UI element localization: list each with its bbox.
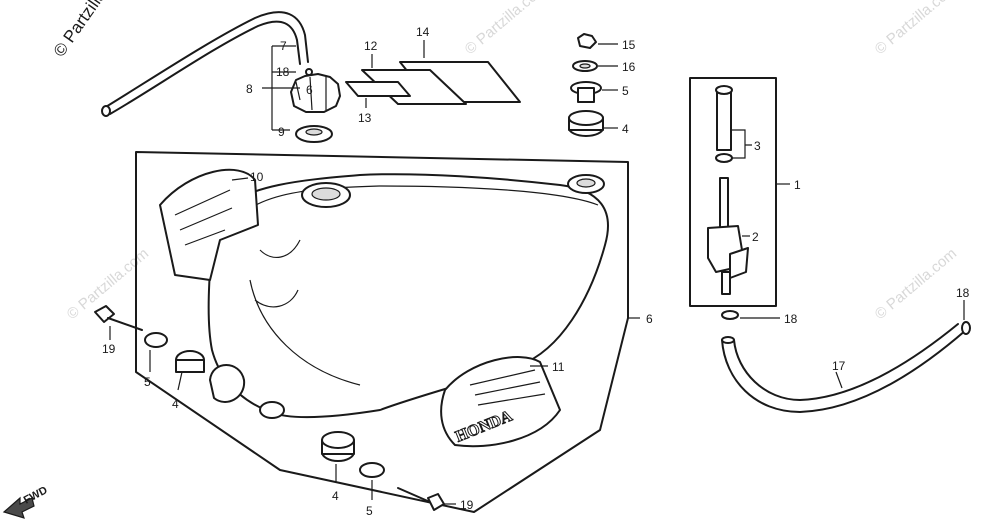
mount-hardware-top bbox=[568, 33, 604, 137]
callout-1: 1 bbox=[794, 178, 801, 192]
leader-lines bbox=[109, 40, 965, 505]
callout-4: 4 bbox=[172, 397, 179, 411]
decal-strips bbox=[345, 61, 521, 105]
fuel-valve-assembly bbox=[689, 77, 777, 320]
callout-2: 2 bbox=[752, 230, 759, 244]
callout-15: 15 bbox=[622, 38, 636, 52]
callout-5: 5 bbox=[366, 504, 373, 518]
fuel-hose bbox=[721, 321, 971, 413]
breather-tube bbox=[101, 11, 309, 117]
callout-4: 4 bbox=[622, 122, 629, 136]
watermark: © Partzilla.com bbox=[872, 0, 960, 58]
copyright-text: © Partzilla.com bbox=[50, 0, 131, 60]
watermark: © Partzilla.com bbox=[462, 0, 550, 58]
callout-18: 18 bbox=[784, 312, 798, 326]
callout-18: 18 bbox=[956, 286, 970, 300]
forward-arrow: FWD bbox=[2, 484, 50, 519]
callout-18: 18 bbox=[276, 65, 290, 79]
callout-9: 9 bbox=[278, 125, 285, 139]
callout-7: 7 bbox=[280, 39, 287, 53]
forward-label: FWD bbox=[22, 484, 50, 506]
callout-8: 8 bbox=[246, 82, 253, 96]
callout-bracket-cap bbox=[262, 45, 300, 131]
callout-19: 19 bbox=[460, 498, 474, 512]
callout-14: 14 bbox=[416, 25, 430, 39]
honda-emblem-decal: HONDA bbox=[440, 356, 561, 448]
fuel-tank bbox=[135, 151, 629, 513]
mount-hardware-left bbox=[94, 305, 205, 373]
callout-4: 4 bbox=[332, 489, 339, 503]
callout-6: 6 bbox=[646, 312, 653, 326]
mount-hardware-bottom bbox=[321, 431, 445, 511]
callout-3: 3 bbox=[754, 139, 761, 153]
callout-12: 12 bbox=[364, 39, 378, 53]
callout-11: 11 bbox=[552, 360, 565, 374]
callout-16: 16 bbox=[622, 60, 636, 74]
callout-5: 5 bbox=[622, 84, 629, 98]
callout-17: 17 bbox=[832, 359, 846, 373]
wing-decal-left bbox=[159, 168, 259, 281]
callouts: 1 2 3 4 4 4 5 5 5 6 6 7 8 9 10 11 12 13 … bbox=[102, 25, 970, 518]
callout-13: 13 bbox=[358, 111, 372, 125]
callout-19: 19 bbox=[102, 342, 116, 356]
watermark: © Partzilla.com bbox=[872, 245, 960, 323]
fuel-cap-assembly bbox=[290, 68, 341, 143]
callout-10: 10 bbox=[250, 170, 264, 184]
callout-5: 5 bbox=[144, 375, 151, 389]
callout-6: 6 bbox=[306, 83, 313, 97]
